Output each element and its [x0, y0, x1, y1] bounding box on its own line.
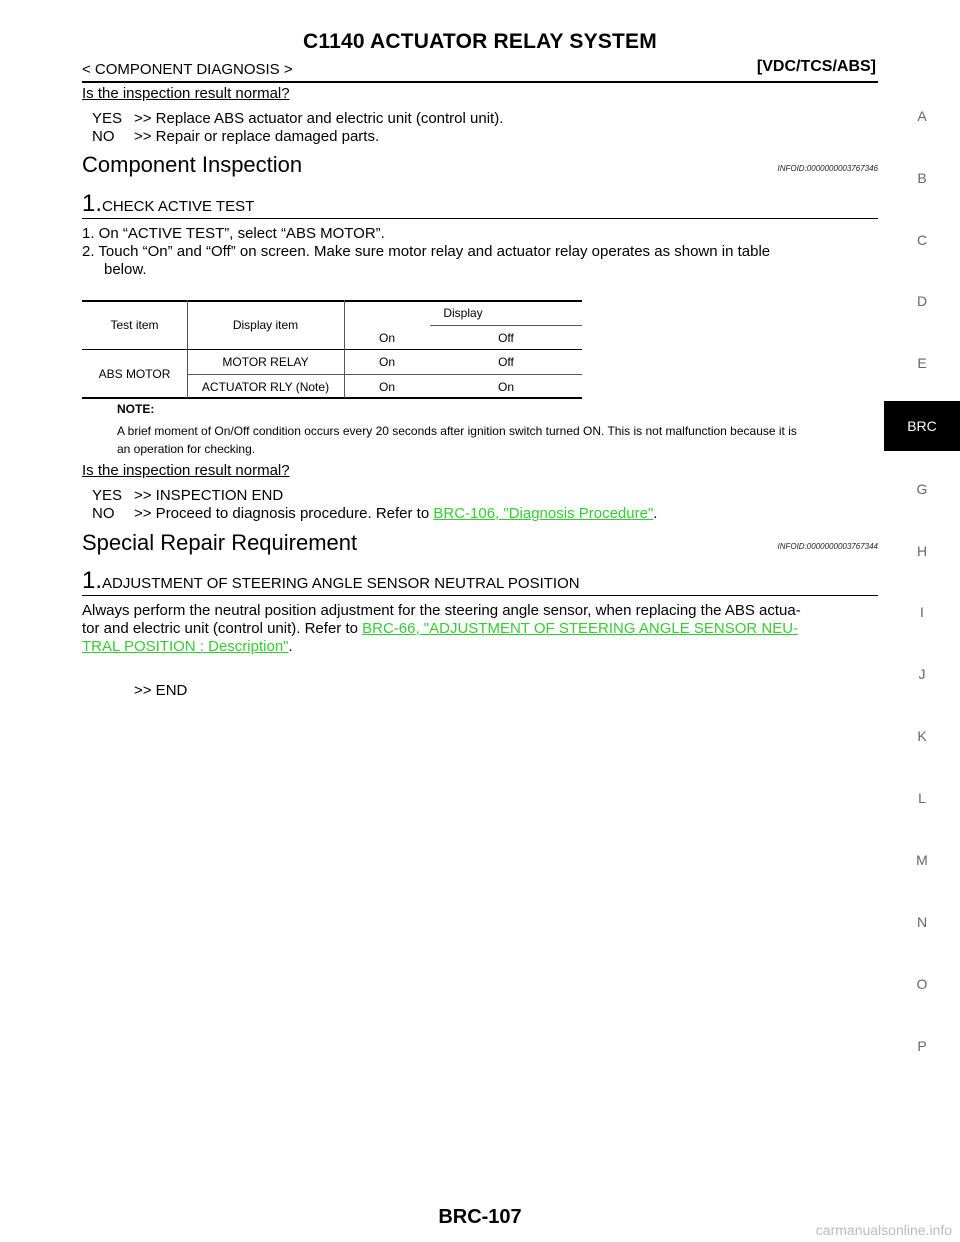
repair-line-2: tor and electric unit (control unit). Re…: [82, 620, 798, 638]
breadcrumb: < COMPONENT DIAGNOSIS >: [82, 61, 293, 78]
no-text: >> Proceed to diagnosis procedure. Refer…: [134, 505, 434, 522]
repair-line-1: Always perform the neutral position adju…: [82, 602, 801, 619]
table-col-rule-2: [344, 300, 345, 398]
side-index-l[interactable]: L: [918, 790, 926, 806]
note-line-2: an operation for checking.: [117, 442, 256, 456]
step-heading-1: 1.CHECK ACTIVE TEST: [82, 190, 254, 218]
yes-label: YES: [92, 110, 123, 127]
header-display: Display: [443, 306, 483, 320]
side-index-a[interactable]: A: [917, 108, 927, 124]
yes-line-2: YES >> INSPECTION END: [92, 487, 283, 505]
header-display-item: Display item: [232, 318, 299, 332]
side-index-p[interactable]: P: [917, 1038, 927, 1054]
step-number: 1.: [82, 190, 103, 217]
no-text: >> Repair or replace damaged parts.: [134, 128, 380, 145]
table-header-rule: [82, 349, 582, 350]
side-index-k[interactable]: K: [917, 728, 927, 744]
instruction-2-cont: below.: [104, 261, 147, 278]
note-line-1: A brief moment of On/Off condition occur…: [117, 424, 797, 438]
side-index-j[interactable]: J: [918, 666, 926, 682]
repair-line-3: TRAL POSITION : Description".: [82, 638, 293, 656]
table-bottom-rule: [82, 397, 582, 399]
header-on: On: [378, 331, 395, 345]
instruction-1: 1. On “ACTIVE TEST”, select “ABS MOTOR”.: [82, 225, 385, 242]
cell-off: Off: [498, 355, 514, 369]
side-index-h[interactable]: H: [916, 543, 928, 559]
page-title: C1140 ACTUATOR RELAY SYSTEM: [303, 30, 657, 53]
watermark: carmanualsonline.info: [815, 1222, 952, 1238]
no-end: .: [653, 505, 658, 522]
step-rule-1: [82, 218, 878, 219]
infoid-1: INFOID:0000000003767346: [777, 164, 878, 173]
note-label: NOTE:: [117, 402, 155, 416]
section-component-inspection: Component Inspection: [82, 152, 303, 177]
cell-display-item: ACTUATOR RLY (Note): [201, 380, 330, 394]
table-row-rule: [187, 374, 582, 375]
cell-on: On: [378, 355, 395, 369]
question-2: Is the inspection result normal?: [82, 462, 290, 479]
page-number: BRC-107: [438, 1206, 522, 1228]
side-index-brc-label: BRC: [907, 418, 937, 434]
yes-line-1: YES >> Replace ABS actuator and electric …: [92, 110, 503, 128]
side-index-d[interactable]: D: [916, 293, 928, 309]
instruction-2: 2. Touch “On” and “Off” on screen. Make …: [82, 243, 771, 260]
step-title: CHECK ACTIVE TEST: [102, 198, 255, 215]
side-index-n[interactable]: N: [916, 914, 928, 930]
header-test-item: Test item: [110, 318, 159, 332]
yes-label: YES: [92, 487, 123, 504]
yes-text: >> INSPECTION END: [134, 487, 284, 504]
step-heading-2: 1.ADJUSTMENT OF STEERING ANGLE SENSOR NE…: [82, 567, 580, 595]
cell-off: On: [497, 380, 514, 394]
side-index-b[interactable]: B: [917, 170, 927, 186]
no-line-2: NO >> Proceed to diagnosis procedure. Ref…: [92, 505, 657, 523]
cell-test-item: ABS MOTOR: [98, 367, 171, 381]
step-rule-2: [82, 595, 878, 596]
yes-text: >> Replace ABS actuator and electric uni…: [134, 110, 504, 127]
no-label: NO: [92, 505, 115, 522]
header-rule: [82, 81, 878, 83]
side-index-c[interactable]: C: [916, 232, 928, 248]
side-index-g[interactable]: G: [916, 481, 928, 497]
side-index-i[interactable]: I: [920, 604, 924, 620]
repair-line-3-end: .: [288, 638, 293, 655]
diagnosis-procedure-link[interactable]: BRC-106, "Diagnosis Procedure": [433, 505, 654, 522]
header-off: Off: [498, 331, 514, 345]
table-subheader-rule: [430, 325, 582, 326]
section-special-repair: Special Repair Requirement: [82, 530, 358, 555]
step-number: 1.: [82, 567, 103, 594]
end-marker: >> END: [134, 682, 188, 699]
side-index-o[interactable]: O: [916, 976, 928, 992]
step-title: ADJUSTMENT OF STEERING ANGLE SENSOR NEUT…: [102, 575, 580, 592]
no-line-1: NO >> Repair or replace damaged parts.: [92, 128, 379, 146]
side-index-e[interactable]: E: [917, 355, 927, 371]
cell-on: On: [378, 380, 395, 394]
steering-adjustment-link-cont[interactable]: TRAL POSITION : Description": [82, 638, 289, 655]
table-col-rule-1: [187, 300, 188, 398]
side-index-brc-active[interactable]: BRC: [884, 401, 960, 451]
repair-line-2-text: tor and electric unit (control unit). Re…: [82, 620, 363, 637]
infoid-2: INFOID:0000000003767344: [777, 542, 878, 551]
section-tag: [VDC/TCS/ABS]: [756, 58, 876, 75]
steering-adjustment-link[interactable]: BRC-66, "ADJUSTMENT OF STEERING ANGLE SE…: [362, 620, 799, 637]
no-label: NO: [92, 128, 115, 145]
cell-display-item: MOTOR RELAY: [222, 355, 309, 369]
question-1: Is the inspection result normal?: [82, 85, 290, 102]
table-top-rule: [82, 300, 582, 302]
side-index-m[interactable]: M: [916, 852, 928, 868]
